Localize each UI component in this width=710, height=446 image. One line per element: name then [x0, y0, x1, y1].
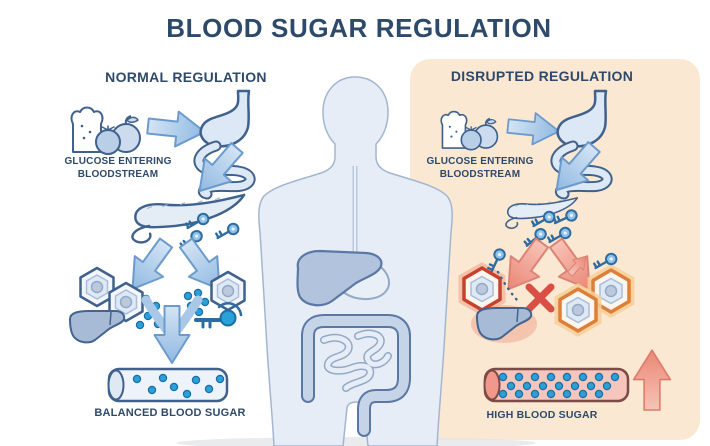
glucose-label-line1: GLUCOSE ENTERING: [64, 156, 172, 167]
blocked-x-icon: [525, 283, 555, 313]
glucose-label-line2: BLOODSTREAM: [77, 168, 159, 180]
resistant-cell-icon: [557, 286, 599, 334]
insulin-receptor-icon: [194, 302, 243, 329]
ground-shadow: [176, 437, 536, 446]
page-title: BLOOD SUGAR REGULATION: [166, 13, 552, 43]
glucose-label-left: GLUCOSE ENTERING BLOODSTREAM: [64, 156, 171, 181]
normal-flow: [69, 91, 250, 403]
glucose-label-right: GLUCOSE ENTERING BLOODSTREAM: [426, 156, 533, 181]
blood-vessel-icon: [107, 367, 229, 403]
large-intestine-icon: [301, 314, 411, 437]
right-section-heading: DISRUPTED REGULATION: [450, 68, 634, 84]
glucose-label-line2: BLOODSTREAM: [439, 168, 521, 180]
small-intestine-icon: [320, 329, 392, 392]
liver-icon: [296, 249, 383, 307]
disrupted-flow: [440, 91, 672, 411]
stressed-liver-icon: [471, 305, 537, 343]
blood-vessel-icon: [483, 367, 630, 403]
flow-arrow-merge-down: [141, 295, 203, 364]
glucose-label-line1: GLUCOSE ENTERING: [426, 156, 534, 167]
high-blood-sugar-label: HIGH BLOOD SUGAR: [486, 409, 598, 421]
left-section-heading: NORMAL REGULATION: [105, 69, 267, 85]
balanced-blood-sugar-label: BALANCED BLOOD SUGAR: [94, 407, 246, 419]
human-body-figure: [258, 76, 453, 446]
